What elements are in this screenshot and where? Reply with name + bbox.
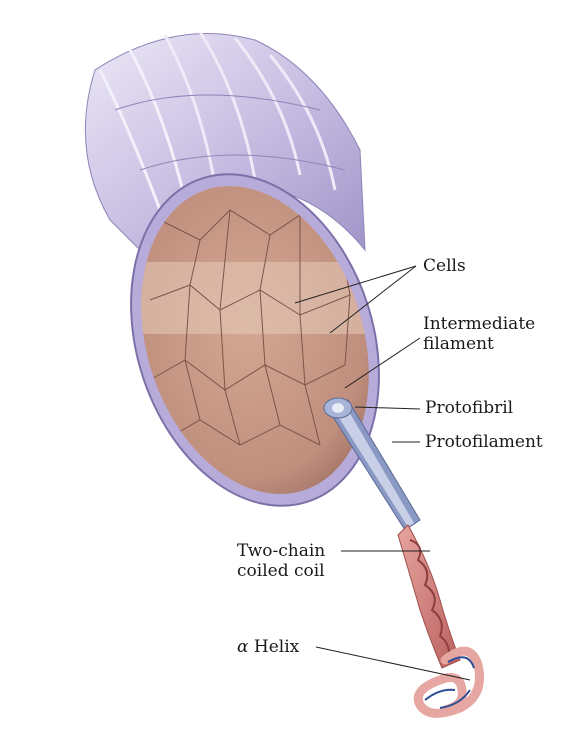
- label-protofibril: Protofibril: [425, 398, 513, 418]
- label-two-chain-coiled-coil: Two-chain coiled coil: [237, 541, 325, 581]
- label-intermediate-line1: Intermediate: [423, 314, 535, 334]
- alpha-symbol: α: [237, 637, 248, 657]
- alpha-helix: [418, 651, 479, 713]
- label-alpha-helix: α Helix: [237, 637, 299, 657]
- label-cells: Cells: [423, 256, 466, 276]
- label-intermediate-filament: Intermediate filament: [423, 314, 535, 354]
- label-protofilament: Protofilament: [425, 432, 543, 452]
- label-intermediate-line2: filament: [423, 334, 535, 354]
- label-coiled-line2: coiled coil: [237, 561, 325, 581]
- helix-word: Helix: [254, 637, 299, 657]
- label-coiled-line1: Two-chain: [237, 541, 325, 561]
- coiled-coil: [398, 525, 460, 668]
